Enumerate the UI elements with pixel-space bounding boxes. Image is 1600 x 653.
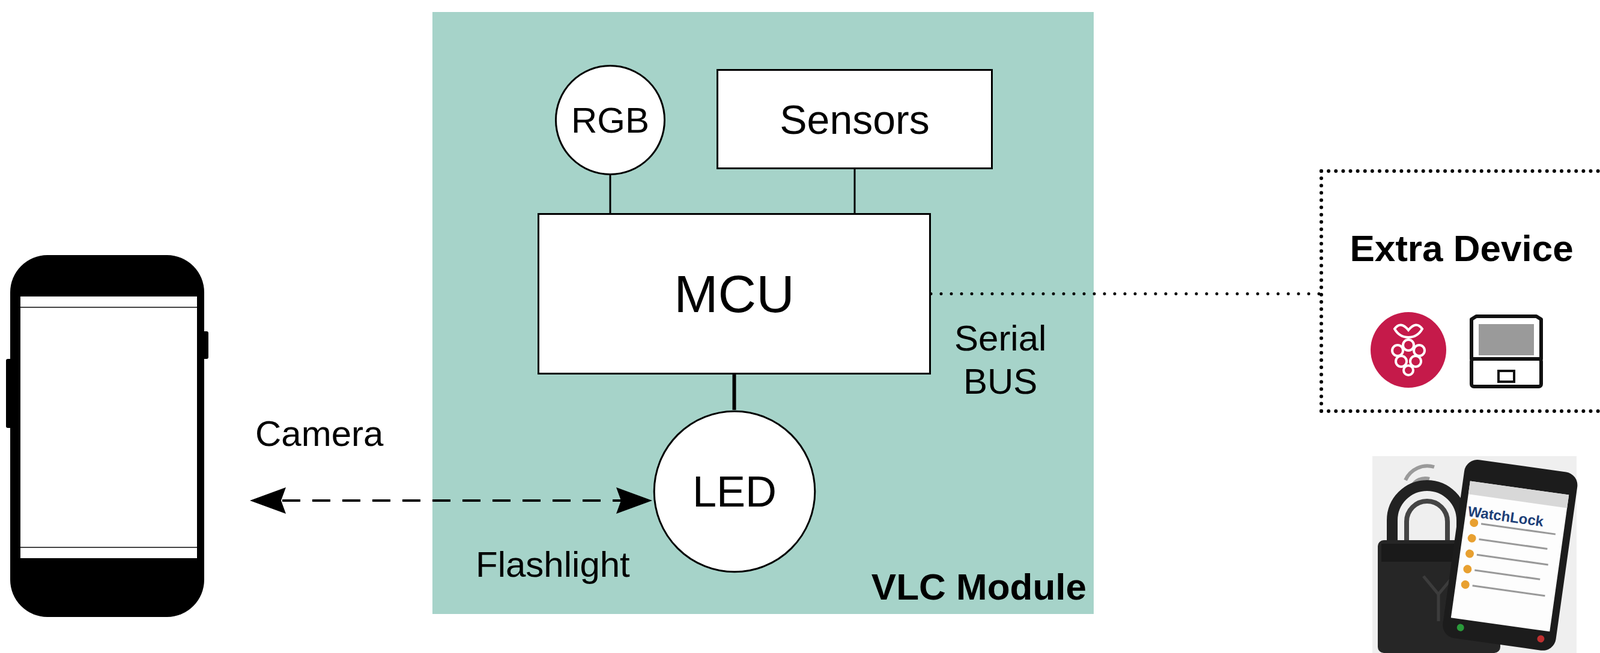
node-label: Sensors [779, 96, 930, 143]
connector-line [733, 374, 735, 411]
connector-stroke [930, 292, 1320, 296]
laptop-icon [1471, 316, 1542, 387]
light-link-arrow [249, 487, 653, 515]
connector-stroke [609, 175, 612, 214]
raspberry-pi-icon [1370, 312, 1447, 388]
module-region: VLC Module RGB SensorsMCU LED [432, 12, 1094, 615]
smart-lock-photo [1372, 456, 1579, 653]
led-circle: LED [652, 410, 817, 574]
node-label: MCU [673, 263, 794, 325]
connector-stroke [732, 374, 737, 411]
connector-line [610, 175, 611, 214]
sensor-box: Sensors [716, 69, 993, 170]
region-heading: VLC Module [871, 565, 1087, 609]
node-label: LED [692, 467, 777, 517]
node-label: Extra Device [1349, 227, 1573, 270]
connector-line [854, 169, 856, 214]
flashlight-label: Flashlight [475, 544, 631, 586]
node-label: RGB [571, 99, 650, 142]
circle-shape [555, 65, 665, 175]
connector-stroke [854, 169, 856, 214]
app-title-label: WatchLock [1466, 503, 1545, 531]
serial-bus-line [930, 293, 1320, 295]
camera-label: Camera [255, 413, 384, 455]
extra-device-box: Extra Device [1319, 169, 1600, 414]
rgb-circle: RGB [554, 64, 666, 176]
mcu-box: MCU [537, 213, 931, 375]
circle-shape [654, 411, 816, 573]
edge-label: Serial BUS [954, 317, 1047, 404]
phone-illustration [6, 255, 209, 618]
